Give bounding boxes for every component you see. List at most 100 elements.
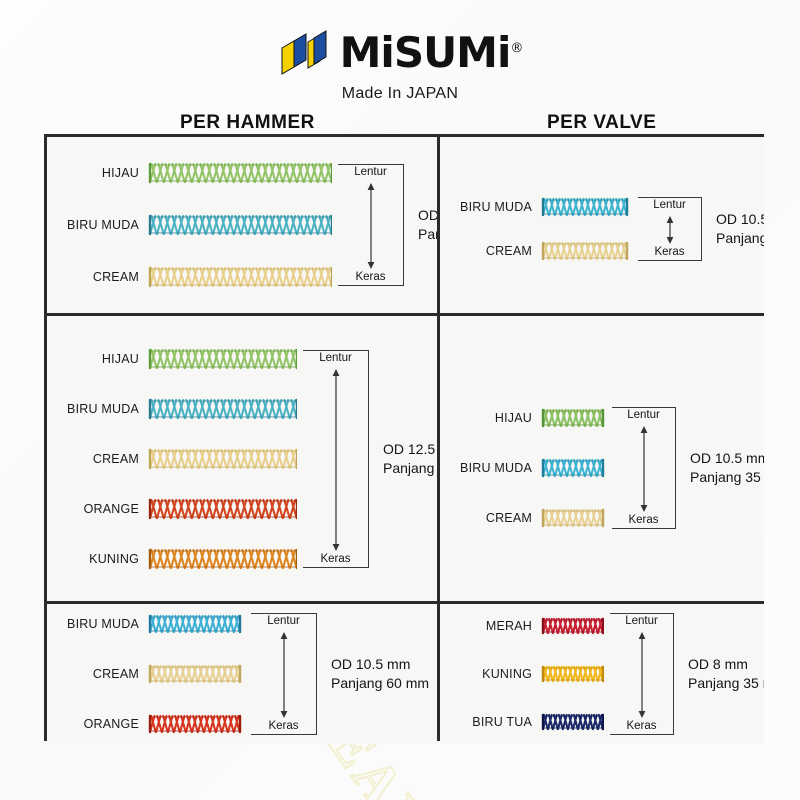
spring-illustration (147, 347, 297, 371)
spring-illustration (147, 161, 332, 185)
spec-length: Panjang 100 mm (418, 226, 437, 242)
spring-illustration (540, 712, 604, 732)
spec-text: OD 12.5 mm Panjang 100 mm (404, 206, 437, 244)
hardness-bracket: Lentur Keras (638, 197, 702, 261)
brand-logo-block: MiSUMi® Made In JAPAN (0, 28, 800, 103)
spring-illustration (147, 213, 332, 237)
spec-cell-content: HIJAU BIRU MUDA CREAM Lentur (440, 316, 764, 601)
spec-cell-valve-od8-35: MERAH KUNING BIRU TUA Lentur (440, 604, 764, 744)
spring-illustration (147, 447, 297, 471)
spec-text: OD 12.5 mm Panjang 80 mm (369, 440, 437, 478)
spec-cell-content: MERAH KUNING BIRU TUA Lentur (440, 604, 764, 744)
spring-illustration (147, 547, 297, 571)
hardness-scale: Lentur Keras (251, 613, 317, 735)
spec-text: OD 8 mm Panjang 35 mm (674, 655, 764, 693)
spring-color-label: BIRU MUDA (67, 617, 139, 631)
double-arrow-icon (635, 632, 649, 723)
spec-cell-hammer-od12.5-100: HIJAU BIRU MUDA CREAM Lentur (47, 137, 437, 313)
double-arrow-icon (663, 216, 677, 249)
spring-row: CREAM (57, 663, 245, 685)
scale-label-keras: Keras (626, 720, 657, 733)
spring-list: HIJAU BIRU MUDA CREAM (57, 161, 332, 289)
spring-row: BIRU MUDA (57, 397, 297, 421)
spec-length: Panjang 35 mm (690, 468, 764, 485)
scale-label-lentur: Lentur (319, 351, 352, 364)
spring-list: BIRU MUDA CREAM (454, 196, 632, 262)
spring-color-label: HIJAU (101, 351, 139, 366)
spring-color-label: BIRU MUDA (460, 200, 532, 214)
spec-cell-content: HIJAU BIRU MUDA CREAM ORANGE (47, 316, 437, 601)
scale-label-lentur: Lentur (354, 166, 387, 178)
spring-illustration (540, 240, 632, 262)
spring-row: BIRU MUDA (57, 613, 245, 635)
spec-outer-diameter: OD 12.5 mm (418, 207, 437, 224)
spec-outer-diameter: OD 10.5 mm (716, 211, 764, 228)
spec-cell-hammer-od12.5-80: HIJAU BIRU MUDA CREAM ORANGE (47, 316, 437, 601)
hardness-bracket: Lentur Keras (612, 406, 676, 529)
spring-row: BIRU TUA (454, 712, 604, 732)
spring-color-label: KUNING (89, 551, 139, 566)
spring-row: HIJAU (57, 347, 297, 371)
spring-row: BIRU MUDA (454, 196, 632, 218)
scale-label-keras: Keras (320, 552, 351, 565)
spring-row: KUNING (57, 547, 297, 571)
spring-spec-table: HIJAU BIRU MUDA CREAM Lentur (44, 134, 764, 744)
spring-color-label: CREAM (92, 667, 139, 681)
double-arrow-icon (277, 632, 291, 723)
scale-label-lentur: Lentur (267, 615, 300, 627)
spec-outer-diameter: OD 10.5 mm (690, 449, 764, 466)
spring-color-label: HIJAU (494, 410, 532, 425)
spring-row: ORANGE (57, 497, 297, 521)
spring-row: BIRU MUDA (454, 457, 606, 479)
hardness-bracket: Lentur Keras (251, 613, 317, 735)
double-arrow-icon (329, 368, 343, 556)
spring-row: ORANGE (57, 713, 245, 735)
spring-illustration (147, 713, 245, 735)
spec-text: OD 10.5 mm Panjang 35 mm (676, 449, 764, 487)
spring-row: HIJAU (454, 407, 606, 429)
spring-row: CREAM (57, 265, 332, 289)
spring-illustration (540, 457, 606, 479)
spring-list: MERAH KUNING BIRU TUA (454, 616, 604, 732)
spring-row: CREAM (57, 447, 297, 471)
scale-label-lentur: Lentur (653, 199, 686, 211)
spring-color-label: BIRU MUDA (460, 460, 532, 475)
spring-color-label: BIRU TUA (472, 715, 532, 729)
column-header-per-valve: PER VALVE (547, 112, 657, 133)
spec-outer-diameter: OD 8 mm (688, 656, 748, 673)
hardness-scale: Lentur Keras (338, 164, 404, 286)
spring-color-label: MERAH (485, 619, 532, 633)
spec-length: Panjang 35 mm (688, 675, 764, 691)
spring-list: HIJAU BIRU MUDA CREAM ORANGE (57, 347, 297, 571)
spring-row: CREAM (454, 240, 632, 262)
scale-label-lentur: Lentur (627, 408, 660, 421)
scale-label-keras: Keras (654, 246, 685, 259)
spring-illustration (147, 265, 332, 289)
spring-color-label: ORANGE (83, 501, 139, 516)
spec-length: Panjang 80 mm (383, 459, 437, 476)
double-arrow-icon (364, 183, 378, 274)
brand-tagline: Made In JAPAN (341, 85, 459, 102)
spring-illustration (540, 664, 604, 684)
spec-cell-content: BIRU MUDA CREAM ORANGE Lentur (47, 604, 437, 744)
spring-row: HIJAU (57, 161, 332, 185)
hardness-scale: Lentur Keras (610, 613, 674, 735)
spec-cell-hammer-od10.5-60: BIRU MUDA CREAM ORANGE Lentur (47, 604, 437, 744)
misumi-cube-logo-icon (281, 30, 327, 75)
spring-illustration (540, 196, 632, 218)
spring-illustration (147, 397, 297, 421)
hardness-bracket: Lentur Keras (610, 613, 674, 735)
spring-illustration (540, 407, 606, 429)
brand-name: MiSUMi (339, 28, 512, 77)
spring-color-label: CREAM (92, 270, 139, 284)
spring-row: CREAM (454, 507, 606, 529)
spring-color-label: CREAM (92, 451, 139, 466)
spring-color-label: BIRU MUDA (67, 218, 139, 232)
spring-illustration (540, 507, 606, 529)
spec-outer-diameter: OD 12.5 mm (383, 440, 437, 457)
spring-illustration (147, 497, 297, 521)
